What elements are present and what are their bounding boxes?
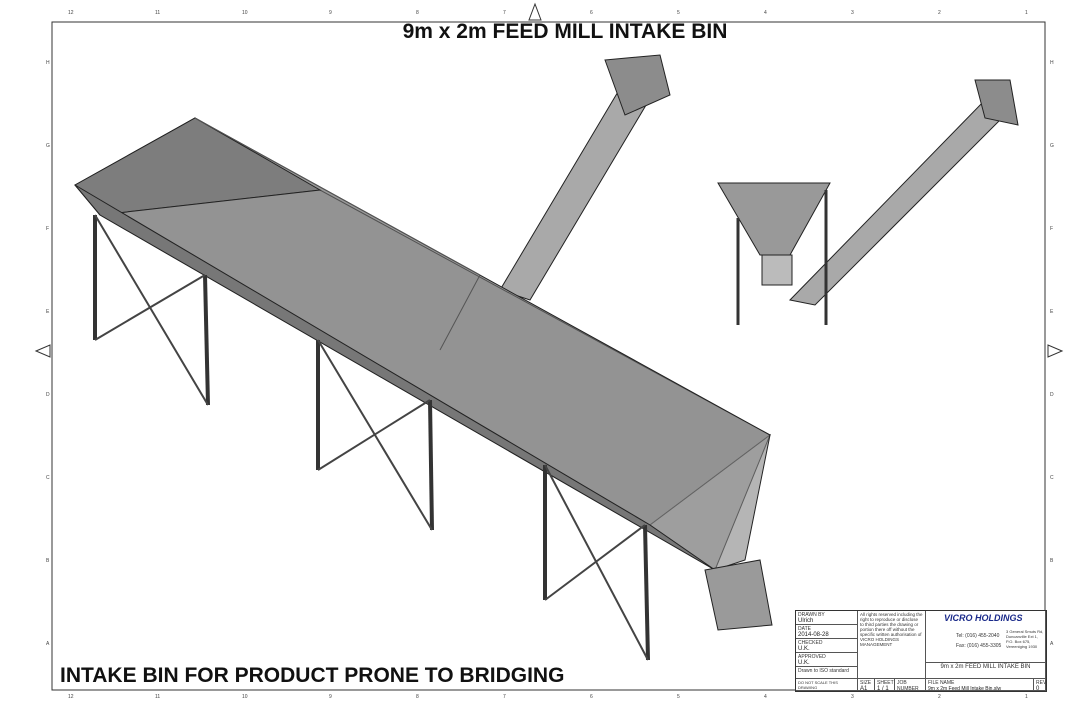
column-label: 9 bbox=[329, 10, 332, 16]
column-label: 4 bbox=[764, 10, 767, 16]
row-label: G bbox=[46, 143, 50, 149]
column-label: 4 bbox=[764, 694, 767, 700]
column-label: 7 bbox=[503, 10, 506, 16]
drawing-subtitle: INTAKE BIN FOR PRODUCT PRONE TO BRIDGING bbox=[60, 664, 565, 687]
row-label: C bbox=[1050, 475, 1054, 481]
label: FILE NAME bbox=[928, 680, 955, 686]
column-label: 10 bbox=[242, 694, 248, 700]
centering-mark-right bbox=[1047, 344, 1064, 358]
row-label: D bbox=[1050, 392, 1054, 398]
label: SHEET bbox=[877, 680, 894, 686]
column-label: 10 bbox=[242, 10, 248, 16]
column-label: 1 bbox=[1025, 694, 1028, 700]
value: A1 bbox=[860, 686, 868, 692]
drawing-title-cell: 9m x 2m FEED MILL INTAKE BIN bbox=[926, 663, 1046, 679]
column-label: 1 bbox=[1025, 10, 1028, 16]
column-label: 2 bbox=[938, 10, 941, 16]
column-label: 11 bbox=[155, 10, 161, 16]
do-not-scale: DO NOT SCALE THIS DRAWING bbox=[796, 679, 858, 691]
label: CHECKED bbox=[798, 640, 823, 646]
column-label: 3 bbox=[851, 10, 854, 16]
main-bin-isometric bbox=[73, 54, 773, 661]
rights-notice: All rights reserved including the right … bbox=[858, 611, 926, 679]
value: 9m x 2m Feed Mill Intake Bin.slw bbox=[928, 686, 1002, 692]
column-label: 6 bbox=[590, 694, 593, 700]
label: REV bbox=[1036, 680, 1047, 686]
company-logo: VICRO HOLDINGS bbox=[944, 613, 1023, 623]
support-legs bbox=[93, 215, 650, 661]
column-label: 12 bbox=[68, 694, 74, 700]
address: 3 General Smuts Rd, Duncanville Ext 1, P… bbox=[1006, 629, 1044, 649]
drawing-title: 9m x 2m FEED MILL INTAKE BIN bbox=[402, 20, 728, 43]
row-label: G bbox=[1050, 143, 1054, 149]
column-label: 5 bbox=[677, 10, 680, 16]
job-cell: JOB NUMBER bbox=[895, 679, 926, 692]
value: Ulrich bbox=[798, 618, 814, 624]
fax: Fax: (016) 455-3305 bbox=[956, 643, 1002, 649]
label: DRAWN BY bbox=[798, 612, 825, 618]
label: DATE bbox=[798, 626, 811, 632]
column-label: 2 bbox=[938, 694, 941, 700]
column-label: 8 bbox=[416, 694, 419, 700]
column-label: 3 bbox=[851, 694, 854, 700]
column-label: 8 bbox=[416, 10, 419, 16]
row-label: F bbox=[1050, 226, 1054, 232]
cross-braces bbox=[94, 214, 649, 661]
side-view bbox=[717, 79, 1019, 325]
row-label: H bbox=[1050, 60, 1054, 66]
centering-mark-top bbox=[528, 2, 542, 21]
column-label: 5 bbox=[677, 694, 680, 700]
column-label: 11 bbox=[155, 694, 161, 700]
label: APPROVED bbox=[798, 654, 826, 660]
company-cell: VICRO HOLDINGS Tel: (016) 455-2040 Fax: … bbox=[926, 611, 1046, 663]
standard-cell: Drawn to ISO standard bbox=[796, 667, 858, 679]
value: U.K. bbox=[798, 660, 810, 666]
drawing-frame bbox=[51, 21, 1046, 691]
row-label: B bbox=[46, 558, 50, 564]
row-label: A bbox=[46, 641, 50, 647]
column-label: 6 bbox=[590, 10, 593, 16]
row-label: E bbox=[1050, 309, 1054, 315]
centering-mark-left bbox=[34, 344, 51, 358]
row-label: E bbox=[46, 309, 50, 315]
column-label: 7 bbox=[503, 694, 506, 700]
column-label: 12 bbox=[68, 10, 74, 16]
row-label: A bbox=[1050, 641, 1054, 647]
value: 0 bbox=[1036, 686, 1040, 692]
row-label: H bbox=[46, 60, 50, 66]
row-label: D bbox=[46, 392, 50, 398]
column-label: 9 bbox=[329, 694, 332, 700]
value: U.K. bbox=[798, 646, 810, 652]
value: 2014-08-28 bbox=[798, 632, 829, 638]
value: 1 / 1 bbox=[877, 686, 889, 692]
row-label: F bbox=[46, 226, 50, 232]
row-label: C bbox=[46, 475, 50, 481]
tel: Tel: (016) 455-2040 bbox=[956, 633, 1000, 639]
label: SIZE bbox=[860, 680, 872, 686]
row-label: B bbox=[1050, 558, 1054, 564]
